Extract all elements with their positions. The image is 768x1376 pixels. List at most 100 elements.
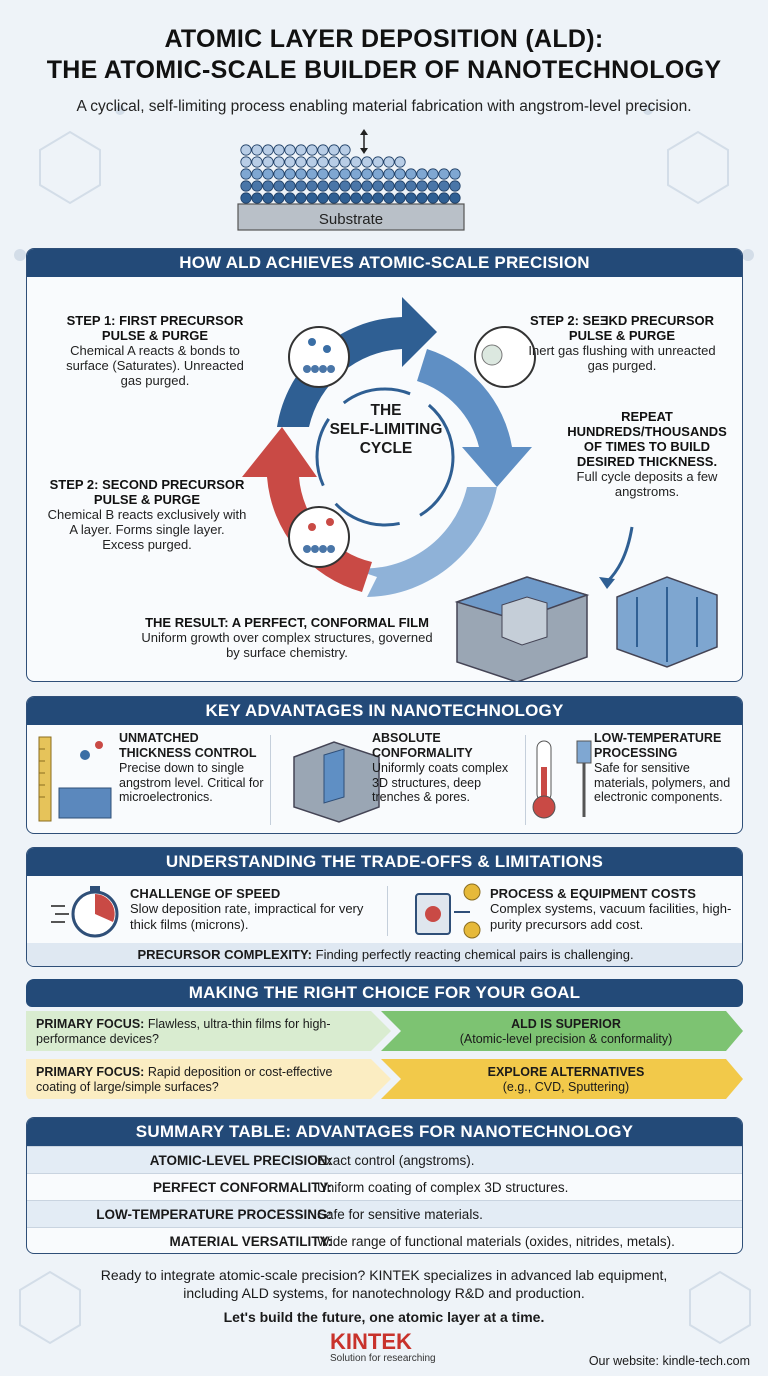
atom: [339, 168, 351, 180]
summary-heading: SUMMARY TABLE: ADVANTAGES FOR NANOTECHNO…: [27, 1118, 742, 1146]
choice-heading: MAKING THE RIGHT CHOICE FOR YOUR GOAL: [26, 979, 743, 1007]
choice-row1-question: PRIMARY FOCUS: Flawless, ultra-thin film…: [36, 1017, 331, 1046]
atom: [383, 168, 395, 180]
atom: [251, 180, 263, 192]
atom: [449, 192, 461, 204]
result-desc: Uniform growth over complex structures, …: [141, 630, 433, 660]
step1-block: STEP 1: FIRST PRECURSOR PULSE & PURGE Ch…: [65, 313, 245, 388]
atom: [251, 192, 263, 204]
atom: [438, 180, 450, 192]
website-link[interactable]: Our website: kindle-tech.com: [588, 1354, 750, 1368]
page-title: ATOMIC LAYER DEPOSITION (ALD): THE ATOMI…: [0, 24, 768, 86]
atom: [273, 168, 285, 180]
choice-row1-answer: ALD IS SUPERIOR (Atomic-level precision …: [459, 1017, 673, 1046]
atom: [317, 192, 329, 204]
atom: [306, 144, 318, 156]
table-row: PERFECT CONFORMALITY:Uniform coating of …: [27, 1173, 742, 1200]
table-row: ATOMIC-LEVEL PRECISION:Exact control (an…: [27, 1146, 742, 1173]
atom: [438, 192, 450, 204]
atom: [372, 156, 384, 168]
atom: [383, 156, 395, 168]
atom: [273, 156, 285, 168]
atom: [295, 168, 307, 180]
atom: [350, 180, 362, 192]
atom: [449, 180, 461, 192]
cycle-arrow-top: [277, 297, 437, 427]
divider: [525, 735, 526, 825]
cycle-diagram: [242, 297, 718, 681]
summary-section: SUMMARY TABLE: ADVANTAGES FOR NANOTECHNO…: [26, 1117, 743, 1254]
atom: [262, 144, 274, 156]
atom: [328, 168, 340, 180]
precursor-complexity-bar: PRECURSOR COMPLEXITY: Finding perfectly …: [27, 943, 742, 966]
trench-icon: [293, 741, 380, 823]
atom: [383, 180, 395, 192]
atom: [416, 180, 428, 192]
ruler-layers-icon: [38, 736, 112, 822]
atom: [394, 168, 406, 180]
atom: [427, 192, 439, 204]
atom: [317, 144, 329, 156]
atom: [306, 192, 318, 204]
step2-purge-block: STEP 2: SEƎKD PRECURSOR PULSE & PURGE In…: [527, 313, 717, 373]
atom: [295, 180, 307, 192]
atom: [438, 168, 450, 180]
atom: [372, 180, 384, 192]
atom: [449, 168, 461, 180]
atom: [262, 168, 274, 180]
atom: [284, 156, 296, 168]
tagline: Let's build the future, one atomic layer…: [223, 1309, 545, 1325]
atom: [240, 192, 252, 204]
atom: [251, 144, 263, 156]
atom: [284, 180, 296, 192]
atom: [295, 144, 307, 156]
atom: [339, 180, 351, 192]
atom: [394, 156, 406, 168]
atom: [339, 144, 351, 156]
atom: [328, 180, 340, 192]
choice-section: MAKING THE RIGHT CHOICE FOR YOUR GOAL PR…: [26, 979, 743, 1101]
advantage-thickness: UNMATCHED THICKNESS CONTROL Precise down…: [119, 731, 264, 804]
atom: [405, 168, 417, 180]
tradeoffs-heading: UNDERSTANDING THE TRADE-OFFS & LIMITATIO…: [27, 848, 742, 876]
step2-precursor-title: STEP 2: SECOND PRECURSOR PULSE & PURGE: [49, 477, 245, 507]
atom: [295, 156, 307, 168]
atom: [350, 168, 362, 180]
choice-row2-answer: EXPLORE ALTERNATIVES (e.g., CVD, Sputter…: [487, 1065, 645, 1094]
atom: [328, 144, 340, 156]
step1-title: STEP 1: FIRST PRECURSOR PULSE & PURGE: [66, 313, 244, 343]
atom: [251, 156, 263, 168]
atom: [427, 180, 439, 192]
choice-arrows: [26, 1011, 743, 1099]
atom: [262, 192, 274, 204]
step2-precursor-block: STEP 2: SECOND PRECURSOR PULSE & PURGE C…: [47, 477, 247, 552]
atom: [284, 144, 296, 156]
table-row: LOW-TEMPERATURE PROCESSING:Safe for sens…: [27, 1200, 742, 1227]
result-title: THE RESULT: A PERFECT, CONFORMAL FILM: [145, 615, 429, 630]
cost-block: PROCESS & EQUIPMENT COSTS Complex system…: [490, 886, 732, 932]
step1-icon: [288, 326, 350, 388]
thermometer-icon: [532, 740, 592, 819]
title-line-2: THE ATOMIC-SCALE BUILDER OF NANOTECHNOLO…: [46, 56, 722, 84]
step2-purge-desc: Inert gas flushing with unreacted gas pu…: [528, 343, 716, 373]
divider: [270, 735, 271, 825]
atom: [273, 180, 285, 192]
atom: [361, 168, 373, 180]
atom: [394, 192, 406, 204]
atom: [240, 180, 252, 192]
cycle-arrow-bottom: [347, 487, 497, 597]
atom: [273, 192, 285, 204]
atom: [284, 168, 296, 180]
atom: [405, 180, 417, 192]
atomic-layers-illustration: Substrate: [236, 128, 466, 236]
repeat-desc: Full cycle deposits a few angstroms.: [576, 469, 718, 499]
atom: [273, 144, 285, 156]
atom: [427, 168, 439, 180]
atom: [240, 156, 252, 168]
divider: [387, 886, 388, 936]
atom: [295, 192, 307, 204]
conformal-film-illustration: [454, 576, 718, 681]
atom: [361, 192, 373, 204]
atom: [328, 192, 340, 204]
step2-purge-title: STEP 2: SEƎKD PRECURSOR PULSE & PURGE: [530, 313, 714, 343]
